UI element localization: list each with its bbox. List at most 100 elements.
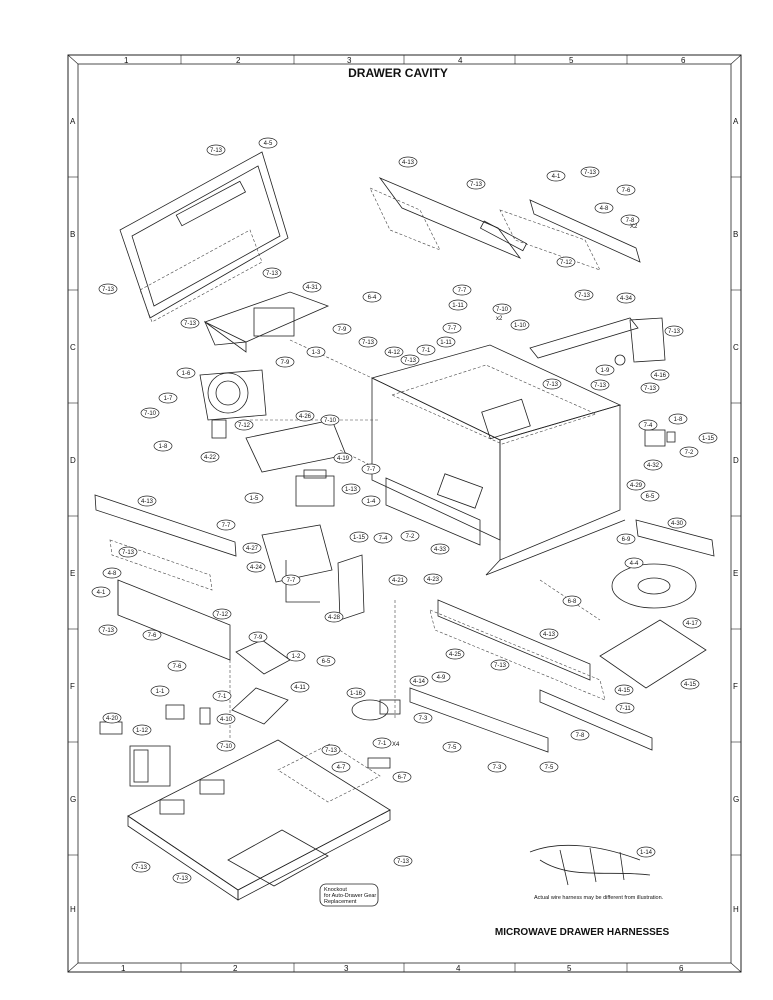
callout-label: 4-1 bbox=[552, 174, 561, 180]
callout-4-14: 4-14 bbox=[409, 675, 429, 687]
harness-note: Actual wire harness may be different fro… bbox=[534, 895, 664, 901]
callout-label: 7-13 bbox=[184, 321, 197, 327]
row-label-right: C bbox=[733, 343, 739, 352]
callout-label: 7-9 bbox=[281, 360, 290, 366]
callout-label: 7-7 bbox=[367, 467, 376, 473]
callout-4-12: 4-12 bbox=[384, 346, 404, 358]
row-label-right: G bbox=[733, 795, 739, 804]
row-label-left: A bbox=[70, 117, 76, 126]
callout-label: 4-13 bbox=[543, 632, 556, 638]
callout-label: 7-8 bbox=[626, 218, 635, 224]
callout-label: 4-1 bbox=[97, 590, 106, 596]
callout-7-13: 7-13 bbox=[131, 861, 151, 873]
callout-1-12: 1-12 bbox=[132, 724, 152, 736]
callout-label: 4-15 bbox=[618, 688, 631, 694]
callout-label: 6-5 bbox=[322, 659, 331, 665]
callout-label: 7-3 bbox=[493, 765, 502, 771]
callout-label: 4-33 bbox=[434, 547, 447, 553]
callout-label: 4-8 bbox=[108, 571, 117, 577]
callout-7-13: 7-13 bbox=[206, 144, 226, 156]
callout-label: 7-6 bbox=[622, 188, 631, 194]
callout-7-13: 7-13 bbox=[400, 354, 420, 366]
callout-7-7: 7-7 bbox=[216, 519, 236, 531]
callout-1-1: 1-1 bbox=[150, 685, 170, 697]
callout-label: 7-5 bbox=[448, 745, 457, 751]
callout-7-5: 7-5 bbox=[539, 761, 559, 773]
callout-label: 4-34 bbox=[620, 296, 633, 302]
callout-7-9: 7-9 bbox=[332, 323, 352, 335]
row-grid: A B C D E F G H A B C D E F G H bbox=[68, 117, 741, 914]
callout-label: 7-13 bbox=[210, 148, 223, 154]
callout-label: 6-5 bbox=[646, 494, 655, 500]
callout-7-13: 7-13 bbox=[640, 382, 660, 394]
callout-6-7: 6-7 bbox=[392, 771, 412, 783]
callout-label: 1-15 bbox=[702, 436, 715, 442]
callout-7-9: 7-9 bbox=[248, 631, 268, 643]
callout-7-13: 7-13 bbox=[180, 317, 200, 329]
callout-label: 1-1 bbox=[156, 689, 165, 695]
col-label-top: 1 bbox=[124, 56, 129, 65]
callout-4-7: 4-7 bbox=[331, 761, 351, 773]
callout-label: 1-4 bbox=[367, 499, 376, 505]
callout-label: 7-13 bbox=[404, 358, 417, 364]
callout-label: 1-12 bbox=[136, 728, 149, 734]
callout-label: 7-13 bbox=[325, 748, 338, 754]
callout-label: 4-12 bbox=[388, 350, 401, 356]
callout-7-10: 7-10 bbox=[140, 407, 160, 419]
callout-7-10: 7-10 bbox=[216, 740, 236, 752]
callout-label: 4-13 bbox=[402, 160, 415, 166]
callout-label: 6-4 bbox=[368, 295, 377, 301]
inner-frame bbox=[77, 63, 732, 964]
callout-6-5: 6-5 bbox=[640, 490, 660, 502]
callout-label: 7-3 bbox=[419, 716, 428, 722]
callout-1-10: 1-10 bbox=[510, 319, 530, 331]
callout-label: 7-1 bbox=[422, 348, 431, 354]
col-label-top: 5 bbox=[569, 56, 574, 65]
callout-4-8: 4-8 bbox=[102, 567, 122, 579]
callout-6-5: 6-5 bbox=[316, 655, 336, 667]
callout-label: 4-9 bbox=[437, 675, 446, 681]
callout-7-8: 7-8 bbox=[570, 729, 590, 741]
callout-7-13: 7-13 bbox=[118, 546, 138, 558]
callout-label: 1-15 bbox=[353, 535, 366, 541]
callout-label: 1-8 bbox=[674, 417, 683, 423]
callout-7-7: 7-7 bbox=[281, 574, 301, 586]
callout-7-4: 7-4 bbox=[638, 419, 658, 431]
callout-7-13: 7-13 bbox=[98, 283, 118, 295]
callout-label: 1-6 bbox=[182, 371, 191, 377]
part-drawings bbox=[94, 151, 715, 901]
callout-7-13: 7-13 bbox=[262, 267, 282, 279]
callout-7-1: 7-1 bbox=[416, 344, 436, 356]
callout-1-8: 1-8 bbox=[153, 440, 173, 452]
callout-7-2: 7-2 bbox=[400, 530, 420, 542]
callout-label: 7-7 bbox=[287, 578, 296, 584]
callout-label: 7-13 bbox=[176, 876, 189, 882]
callout-4-16: 4-16 bbox=[650, 369, 670, 381]
callout-label: 7-13 bbox=[102, 287, 115, 293]
callout-7-13: 7-13 bbox=[580, 166, 600, 178]
callout-4-5: 4-5 bbox=[258, 137, 278, 149]
callout-4-20: 4-20 bbox=[102, 712, 122, 724]
callout-6-9: 6-9 bbox=[616, 533, 636, 545]
callout-label: 1-13 bbox=[345, 487, 358, 493]
row-label-right: A bbox=[733, 117, 739, 126]
callout-4-1: 4-1 bbox=[91, 586, 111, 598]
col-label-top: 3 bbox=[347, 56, 352, 65]
callout-1-14: 1-14 bbox=[636, 846, 656, 858]
callout-label: 7-13 bbox=[594, 383, 607, 389]
callout-4-27: 4-27 bbox=[242, 542, 262, 554]
callout-label: 7-12 bbox=[238, 423, 251, 429]
callout-7-13: 7-13 bbox=[321, 744, 341, 756]
callout-7-7: 7-7 bbox=[442, 322, 462, 334]
row-label-right: B bbox=[733, 230, 738, 239]
callout-7-13: 7-13 bbox=[664, 325, 684, 337]
callout-4-24: 4-24 bbox=[246, 561, 266, 573]
row-label-right: E bbox=[733, 569, 738, 578]
callout-label: 4-7 bbox=[337, 765, 346, 771]
callout-4-31: 4-31 bbox=[302, 281, 322, 293]
callout-7-8: 7-8 bbox=[620, 214, 640, 226]
quantity-x2-small: x2 bbox=[496, 316, 503, 322]
callout-1-8: 1-8 bbox=[668, 413, 688, 425]
callout-label: 7-6 bbox=[173, 664, 182, 670]
callout-7-13: 7-13 bbox=[590, 379, 610, 391]
